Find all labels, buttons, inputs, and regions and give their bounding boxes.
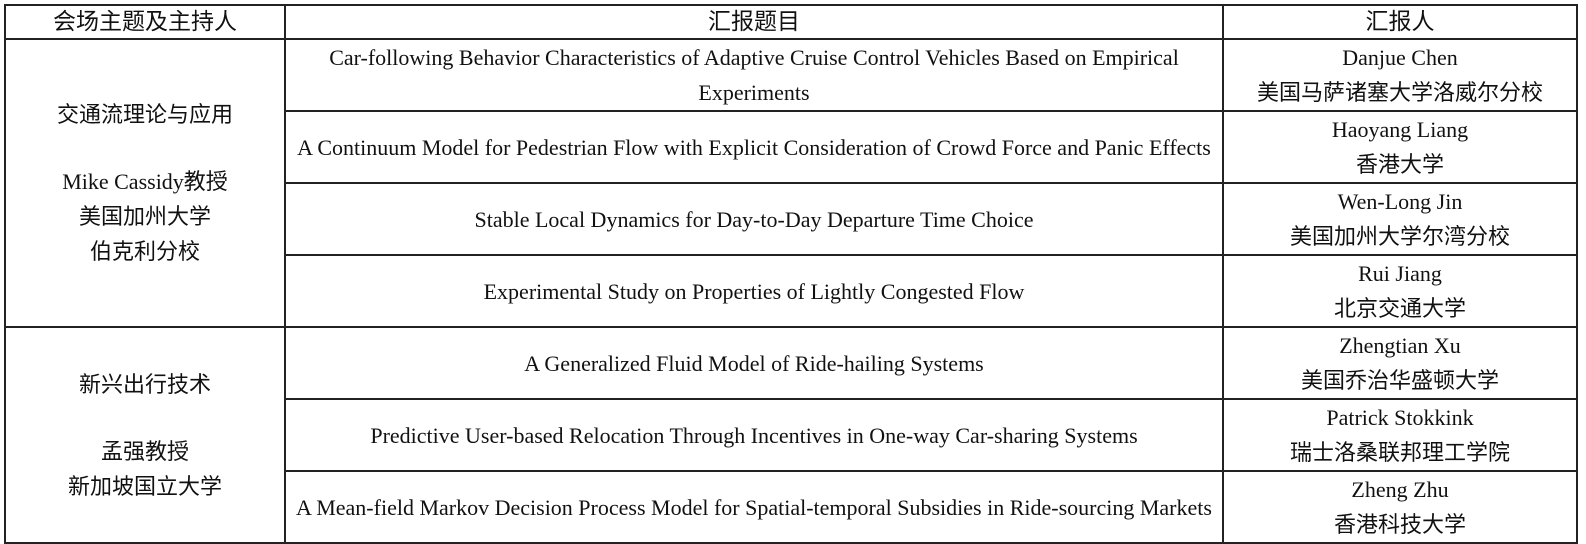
talk-title: Stable Local Dynamics for Day-to-Day Dep… xyxy=(284,182,1224,256)
table-row: A Mean-field Markov Decision Process Mod… xyxy=(5,470,1578,544)
presenter-cell: Haoyang Liang 香港大学 xyxy=(1222,110,1578,184)
presenter-affil: 香港科技大学 xyxy=(1333,512,1466,537)
presenter-name: Patrick Stokkink xyxy=(1326,405,1474,430)
talk-title: Experimental Study on Properties of Ligh… xyxy=(284,254,1224,328)
table-row: 交通流理论与应用 Mike Cassidy教授 美国加州大学 伯克利分校 Car… xyxy=(4,38,1578,328)
presenter-cell: Patrick Stokkink 瑞士洛桑联邦理工学院 xyxy=(1222,398,1578,472)
talk-title: A Generalized Fluid Model of Ride-hailin… xyxy=(284,326,1224,400)
table-row: Experimental Study on Properties of Ligh… xyxy=(5,254,1578,328)
presenter-cell: Wen-Long Jin 美国加州大学尔湾分校 xyxy=(1222,182,1578,256)
talk-title: Car-following Behavior Characteristics o… xyxy=(284,38,1224,112)
presenter-cell: Danjue Chen 美国马萨诸塞大学洛威尔分校 xyxy=(1222,38,1578,112)
table-row: Predictive User-based Relocation Through… xyxy=(5,398,1578,472)
presenter-affil: 香港大学 xyxy=(1355,152,1444,177)
header-row: 会场主题及主持人 汇报题目 汇报人 xyxy=(4,4,1578,40)
presenter-name: Zhengtian Xu xyxy=(1339,333,1461,358)
table-row: Stable Local Dynamics for Day-to-Day Dep… xyxy=(5,182,1578,256)
presenter-cell: Rui Jiang 北京交通大学 xyxy=(1222,254,1578,328)
talk-title: Predictive User-based Relocation Through… xyxy=(284,398,1224,472)
presenter-name: Wen-Long Jin xyxy=(1337,189,1463,214)
presenter-affil: 美国乔治华盛顿大学 xyxy=(1300,368,1499,393)
session-host-affil: 伯克利分校 xyxy=(89,239,200,264)
presenter-affil: 美国马萨诸塞大学洛威尔分校 xyxy=(1256,80,1543,105)
session-topic: 新兴出行技术 xyxy=(78,371,211,397)
session-host: Mike Cassidy教授 xyxy=(62,169,228,194)
header-presenter: 汇报人 xyxy=(1222,4,1578,40)
session-host-affil: 新加坡国立大学 xyxy=(67,473,222,499)
schedule-table: 会场主题及主持人 汇报题目 汇报人 交通流理论与应用 Mike Cassidy教… xyxy=(4,4,1578,544)
presenter-name: Rui Jiang xyxy=(1358,261,1442,286)
presenter-cell: Zheng Zhu 香港科技大学 xyxy=(1222,470,1578,544)
header-title: 汇报题目 xyxy=(284,4,1224,40)
presenter-affil: 美国加州大学尔湾分校 xyxy=(1289,224,1510,249)
header-session: 会场主题及主持人 xyxy=(4,4,286,40)
session-cell: 新兴出行技术 孟强教授 新加坡国立大学 xyxy=(4,326,286,544)
table-row: 新兴出行技术 孟强教授 新加坡国立大学 A Generalized Fluid … xyxy=(4,326,1578,544)
session-cell: 交通流理论与应用 Mike Cassidy教授 美国加州大学 伯克利分校 xyxy=(4,38,286,328)
session-topic: 交通流理论与应用 xyxy=(56,102,233,127)
presenter-cell: Zhengtian Xu 美国乔治华盛顿大学 xyxy=(1222,326,1578,400)
presenter-name: Haoyang Liang xyxy=(1331,117,1469,142)
presenter-affil: 瑞士洛桑联邦理工学院 xyxy=(1289,440,1510,465)
presenter-name: Zheng Zhu xyxy=(1351,477,1449,502)
talk-title: A Continuum Model for Pedestrian Flow wi… xyxy=(284,110,1224,184)
presenter-affil: 北京交通大学 xyxy=(1333,296,1466,321)
table-row: A Continuum Model for Pedestrian Flow wi… xyxy=(5,110,1578,184)
session-host: 孟强教授 xyxy=(100,438,189,464)
presenter-name: Danjue Chen xyxy=(1342,45,1458,70)
talk-title: A Mean-field Markov Decision Process Mod… xyxy=(284,470,1224,544)
session-host-affil: 美国加州大学 xyxy=(78,204,211,229)
